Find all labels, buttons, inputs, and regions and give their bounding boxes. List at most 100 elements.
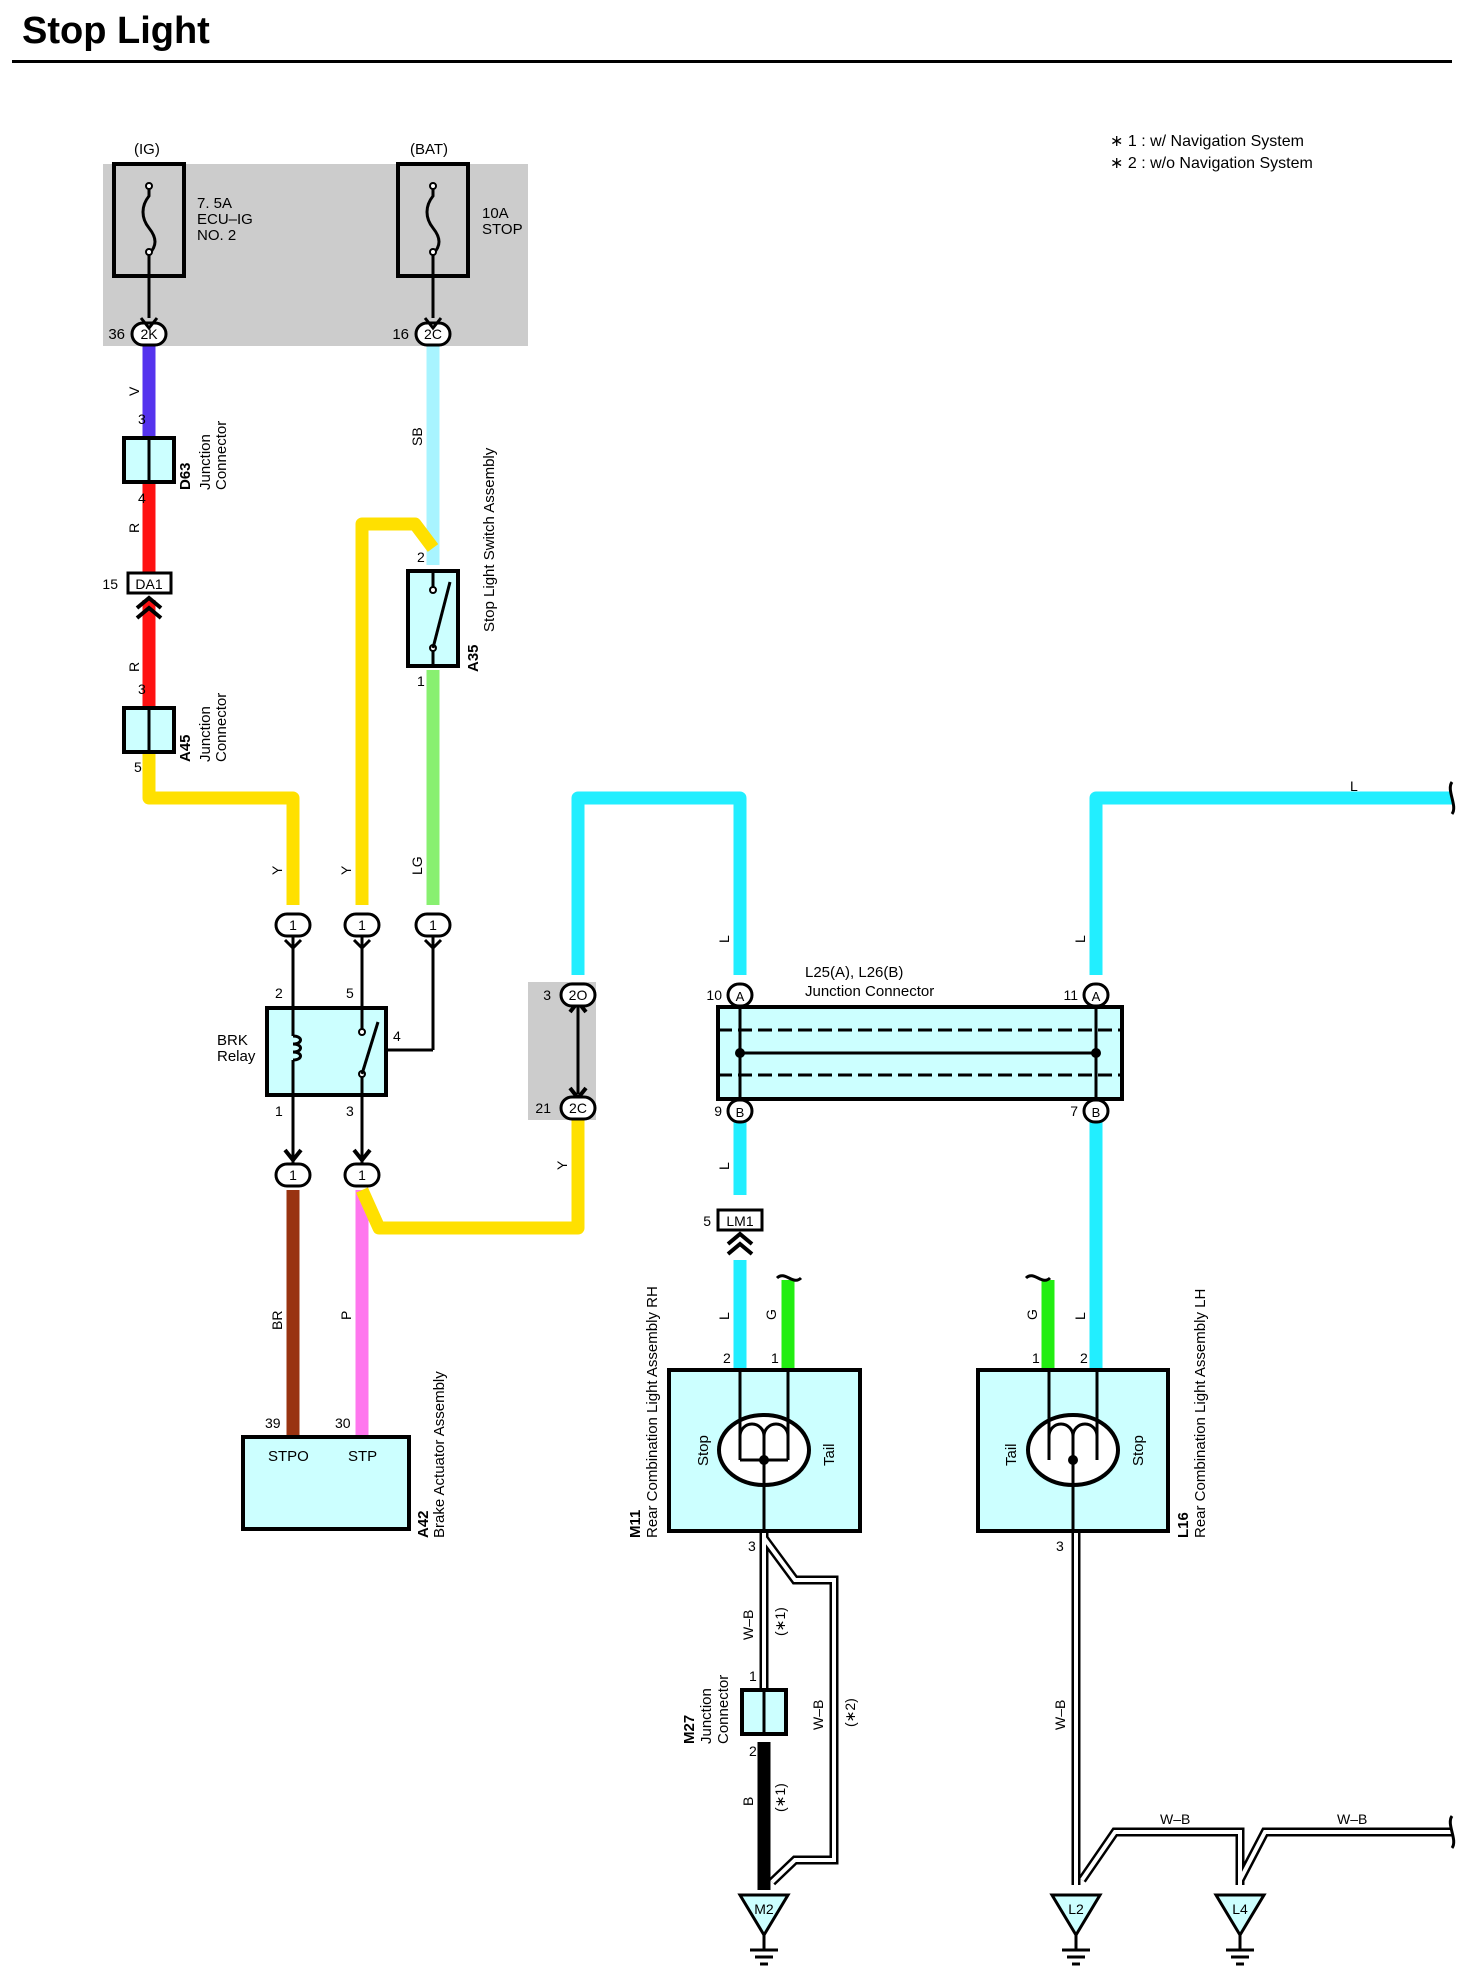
wire-label-l: L [1072, 935, 1088, 943]
connector-2k [130, 317, 168, 347]
wire-label-p: P [338, 1311, 354, 1320]
a45-id: A45 [177, 734, 194, 762]
junction-2c-pin: 21 [535, 1100, 551, 1116]
m11-label-stop: Stop [695, 1435, 712, 1466]
a42-id: A42 [415, 1510, 432, 1538]
wire-label-g: G [1024, 1309, 1040, 1320]
brk-pin-5: 5 [346, 985, 354, 1001]
wire-l-top [571, 791, 747, 975]
brk-pin-4: 4 [393, 1028, 401, 1044]
m11-label-tail: Tail [821, 1443, 838, 1466]
l25-id: L25(A), L26(B) [805, 964, 903, 981]
a42-brake-actuator [241, 1435, 411, 1531]
fuse-stop-name: STOP [482, 221, 523, 238]
wire-label-l: L [1072, 1312, 1088, 1320]
ground-l2-label: L2 [1068, 1901, 1084, 1917]
page-title: Stop Light [22, 10, 210, 52]
da1-connector [126, 571, 173, 595]
l25-conn-a1: A [736, 989, 745, 1004]
a35-pin-bottom: 1 [417, 673, 425, 689]
a45-desc-1: Junction [197, 706, 214, 762]
lm1-pin: 5 [703, 1213, 711, 1229]
m27-desc-1: Junction [698, 1688, 715, 1744]
fuse-ecu-ig-name-2: NO. 2 [197, 227, 236, 244]
a42-desc: Brake Actuator Assembly [431, 1371, 448, 1538]
ground-l2-icon [1049, 1893, 1103, 1966]
d63-desc-1: Junction [197, 434, 214, 490]
note-2: ∗ 2 : w/o Navigation System [1110, 155, 1313, 172]
brk-relay [265, 937, 435, 1165]
wire-label-wb: W–B [1160, 1811, 1190, 1827]
wire-label-l: L [1350, 778, 1358, 794]
note-1: ∗ 1 : w/ Navigation System [1110, 133, 1304, 150]
a42-pin-39: 39 [265, 1415, 281, 1431]
l16-pin-1: 1 [1032, 1350, 1040, 1366]
wire-label-r: R [126, 523, 142, 533]
m11-desc: Rear Combination Light Assembly RH [644, 1286, 661, 1538]
plug-label: 1 [358, 1167, 366, 1183]
connector-2k-pin: 36 [108, 326, 125, 343]
fuse-ig-supply: (IG) [134, 141, 160, 158]
m27-id: M27 [681, 1715, 698, 1744]
l25-pin-7: 7 [1070, 1103, 1078, 1119]
wire-continue-icon [1448, 1815, 1456, 1849]
a45-pin-top: 3 [138, 681, 146, 697]
m11-pin-2: 2 [723, 1350, 731, 1366]
l25-conn-a2: A [1092, 989, 1101, 1004]
connector-2c-label: 2C [424, 326, 442, 342]
wire-label-opt1: (∗1) [772, 1607, 788, 1636]
l25-conn-b2: B [1092, 1105, 1101, 1120]
wire-label-wb: W–B [1337, 1811, 1367, 1827]
brk-label-2: Relay [217, 1048, 256, 1065]
ground-l4-label: L4 [1232, 1901, 1248, 1917]
junction-2o-pin: 3 [543, 987, 551, 1003]
a42-pin-30: 30 [335, 1415, 351, 1431]
fuse-bat-supply: (BAT) [410, 141, 448, 158]
m11-pin-3: 3 [748, 1538, 756, 1554]
junction-2c-label: 2C [569, 1100, 587, 1116]
da1-pin: 15 [102, 576, 118, 592]
a35-desc: Stop Light Switch Assembly [481, 447, 498, 632]
d63-pin-top: 3 [138, 411, 146, 427]
m11-id: M11 [627, 1510, 644, 1538]
plug-label: 1 [358, 917, 366, 933]
l16-desc: Rear Combination Light Assembly LH [1192, 1289, 1209, 1538]
fuse-ecu-ig-rating: 7. 5A [197, 195, 232, 212]
wire-label-l: L [716, 1162, 732, 1170]
wire-label-wb: W–B [1052, 1700, 1068, 1730]
wire-label-lg: LG [409, 856, 425, 875]
connector-2c-pin: 16 [392, 326, 409, 343]
a35-id: A35 [465, 644, 482, 672]
wire-label-l: L [716, 935, 732, 943]
connector-2c-fuse [414, 317, 452, 347]
wire-label-wb: W–B [740, 1610, 756, 1640]
m27-pin-top: 1 [749, 1668, 757, 1684]
brk-label-1: BRK [217, 1032, 248, 1049]
fuse-panel [103, 164, 528, 346]
l16-pin-3: 3 [1056, 1538, 1064, 1554]
wire-label-r: R [126, 662, 142, 672]
wire-y-2c [356, 1105, 585, 1235]
l25-desc: Junction Connector [805, 983, 934, 1000]
wire-label-opt1: (∗1) [772, 1783, 788, 1812]
wire-label-y: Y [338, 865, 354, 875]
wires [142, 345, 1452, 1890]
l16-id: L16 [1175, 1512, 1192, 1538]
d63-id: D63 [177, 462, 194, 490]
a42-pin-label-stp: STP [348, 1448, 377, 1465]
da1-id: DA1 [135, 576, 162, 592]
wire-label-br: BR [269, 1311, 285, 1330]
fuse-ecu-ig-icon [112, 162, 186, 318]
d63-pin-bottom: 4 [138, 490, 146, 506]
fuse-stop-icon [396, 162, 470, 318]
brk-pin-2: 2 [275, 985, 283, 1001]
ground-l4-icon [1213, 1893, 1267, 1966]
l16-label-stop: Stop [1130, 1435, 1147, 1466]
wire-label-g: G [763, 1309, 779, 1320]
a45-pin-bottom: 5 [134, 759, 142, 775]
junction-2o-label: 2O [569, 987, 588, 1003]
brk-pin-3: 3 [346, 1103, 354, 1119]
brk-pin-1: 1 [275, 1103, 283, 1119]
fuse-stop-rating: 10A [482, 205, 509, 222]
a42-pin-label-stpo: STPO [268, 1448, 309, 1465]
